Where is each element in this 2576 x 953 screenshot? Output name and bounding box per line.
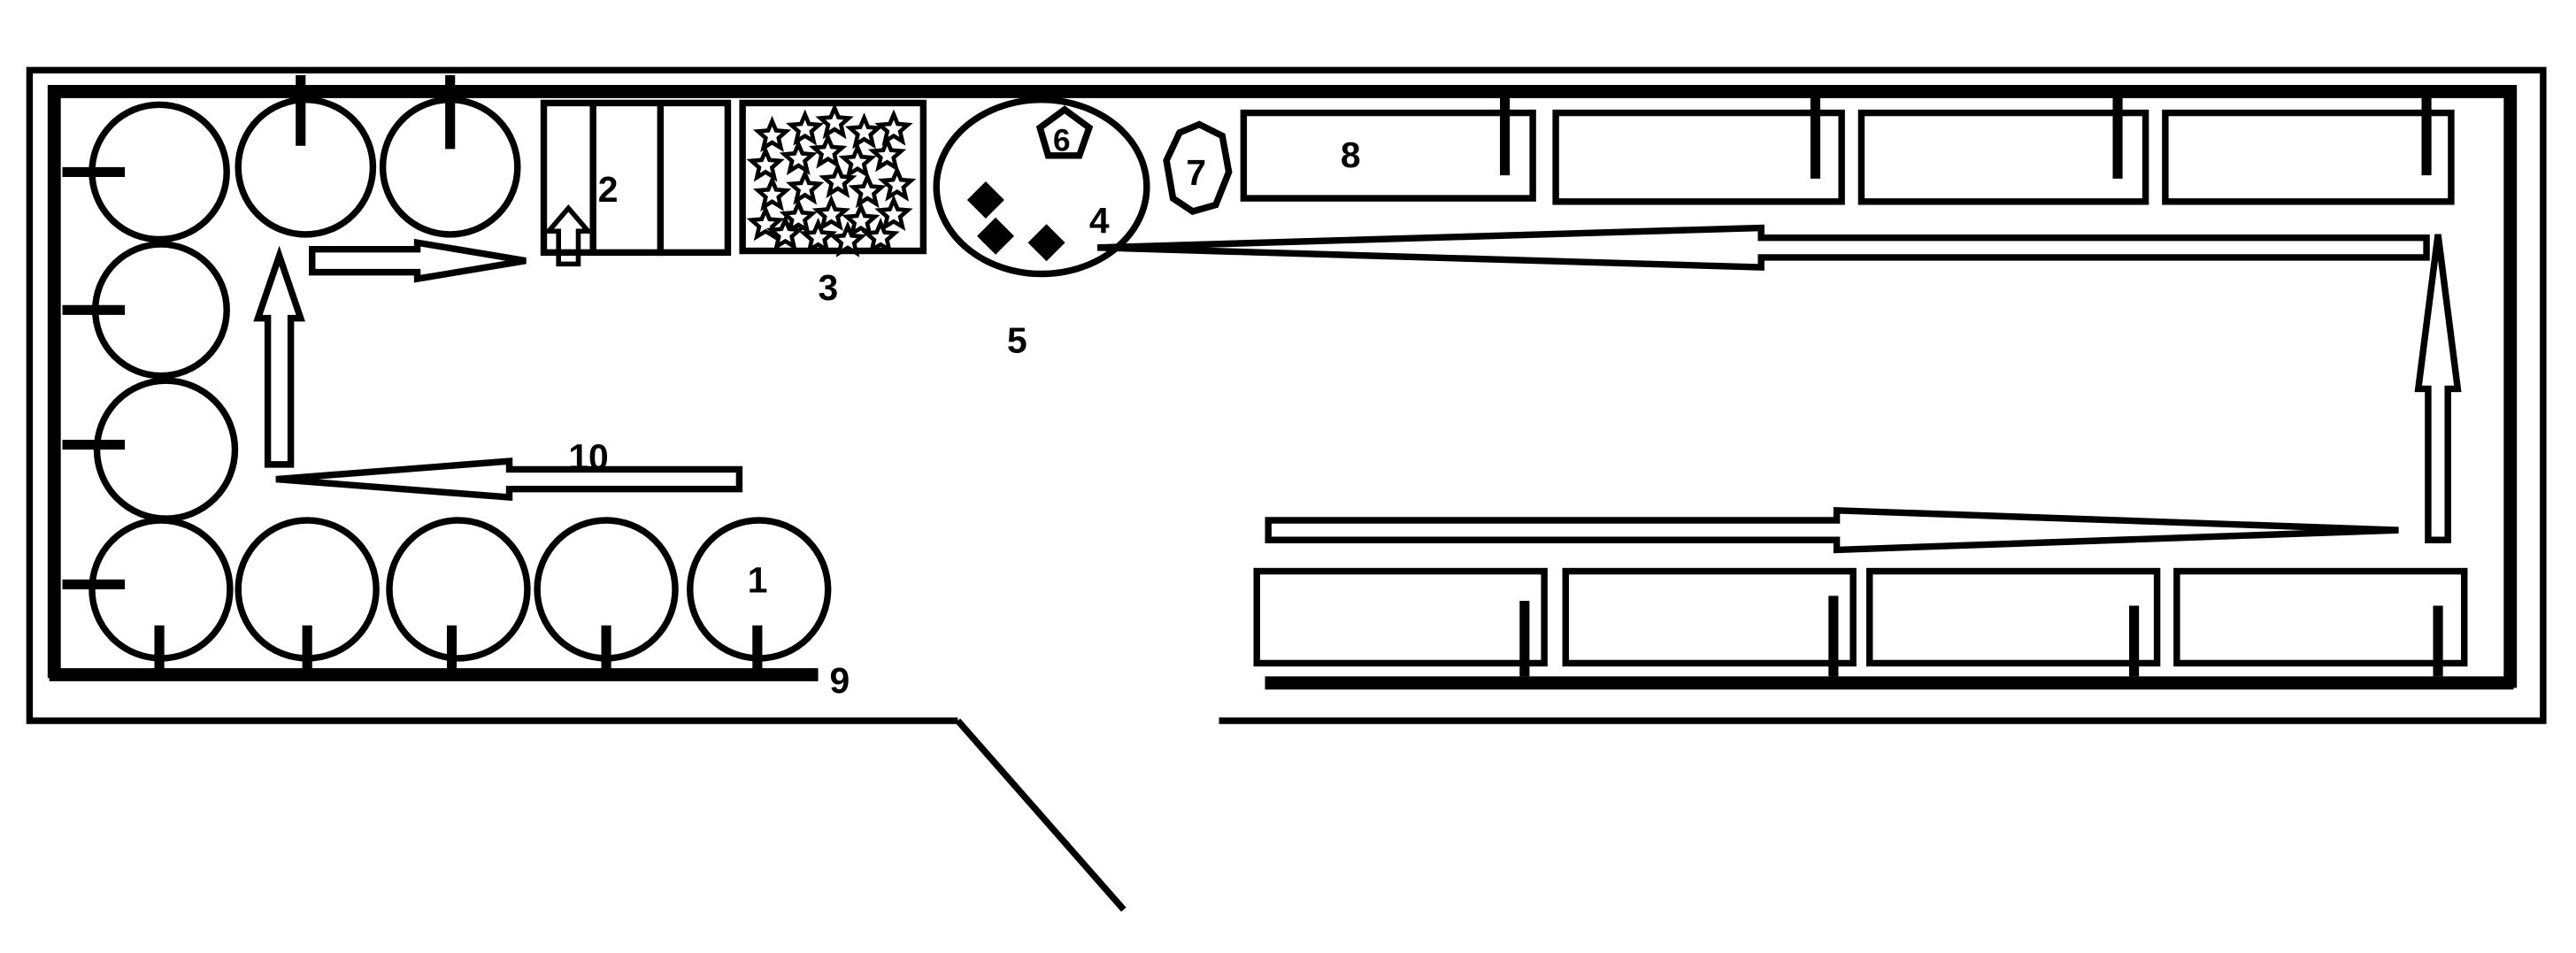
star-icon [786, 168, 825, 205]
arrow-right-icon [309, 238, 527, 283]
arrow-right-long-icon [1265, 506, 2399, 554]
label-9: 9 [830, 660, 850, 701]
star-icon [838, 142, 877, 179]
star-icon [765, 214, 805, 251]
pentagon-marker [1035, 105, 1094, 159]
item-labels: 1 2 3 4 5 6 7 8 9 10 [568, 123, 1360, 701]
diamond-marker [1027, 224, 1065, 262]
building-outline [26, 66, 2547, 912]
inner-wall [47, 85, 2518, 688]
door-swing [955, 719, 1127, 912]
label-3: 3 [819, 267, 839, 308]
round-table [386, 517, 531, 662]
star-display [739, 99, 927, 257]
round-tables [62, 74, 832, 675]
star-icon [819, 161, 857, 199]
star-icon [752, 174, 792, 211]
counter-small-arrow [543, 204, 594, 267]
star-icon [779, 197, 818, 234]
star-icon [809, 132, 848, 169]
label-1: 1 [748, 560, 768, 601]
label-7: 7 [1186, 152, 1206, 193]
star-icon [874, 109, 913, 146]
rect-table [1240, 109, 1536, 202]
rect-table [1562, 567, 1857, 667]
counter-box [540, 99, 732, 257]
counter-unit [540, 99, 732, 267]
star-icon [844, 112, 884, 150]
star-icon [874, 194, 913, 232]
star-icon [867, 135, 907, 173]
label-5: 5 [1007, 320, 1027, 361]
star-icon [798, 217, 838, 255]
star-icon [752, 115, 792, 153]
top-tables [1240, 96, 2455, 205]
bottom-tables [1253, 567, 2468, 677]
star-icon [828, 220, 867, 257]
label-2: 2 [598, 169, 619, 210]
label-4: 4 [1089, 200, 1110, 241]
arrow-up-icon [253, 245, 305, 468]
star-icon [811, 194, 851, 232]
star-pattern [746, 103, 917, 257]
diamond-marker [977, 217, 1015, 255]
rect-table [1552, 109, 1845, 205]
rect-table [1865, 567, 2161, 667]
diamond-marker [966, 181, 1004, 219]
star-icon [848, 171, 887, 209]
label-8: 8 [1341, 134, 1361, 175]
rect-table [1857, 109, 2149, 205]
oval-area [933, 96, 1150, 278]
star-display-box [739, 99, 927, 255]
rect-table [2162, 109, 2455, 205]
star-icon [815, 103, 854, 140]
hexagon-marker [1163, 120, 1233, 216]
rect-table [1253, 567, 1548, 667]
oval-table [933, 96, 1150, 278]
label-10: 10 [568, 436, 608, 477]
star-icon [861, 217, 900, 255]
label-6: 6 [1053, 123, 1071, 158]
outer-wall [26, 66, 2547, 725]
flow-arrows [253, 224, 2462, 554]
star-icon [842, 201, 880, 238]
star-icon [746, 145, 785, 182]
rect-table [2173, 567, 2468, 667]
star-icon [779, 138, 818, 176]
arrow-left-icon [275, 457, 743, 502]
star-icon [878, 165, 917, 202]
arrow-left-long-icon [1097, 224, 2430, 271]
star-icon [786, 109, 825, 146]
arrow-up-right-side-icon [2414, 234, 2462, 543]
